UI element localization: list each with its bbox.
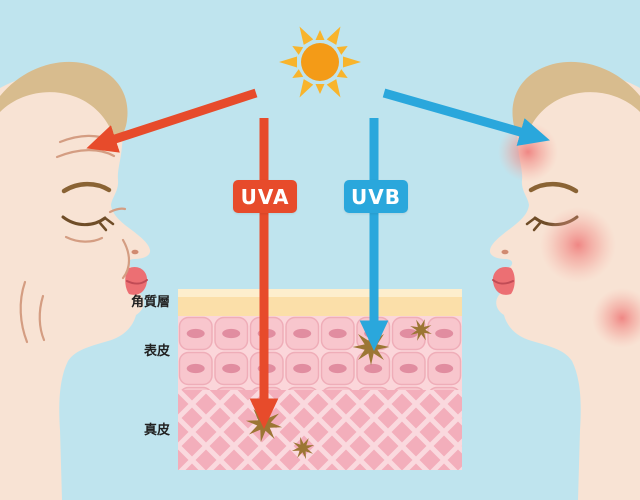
skin-cross-section xyxy=(178,289,462,470)
layer-label-dermis: 真皮 xyxy=(143,423,170,438)
uvb-diagonal-arrow xyxy=(382,88,550,146)
sun-icon xyxy=(279,26,361,98)
layer-label-epidermis: 表皮 xyxy=(143,344,170,359)
uva-diagonal-arrow xyxy=(86,88,258,153)
uv-ray-arrows xyxy=(86,88,550,429)
uv-damage-burst xyxy=(291,436,315,460)
uvb-label: UVB xyxy=(344,180,408,213)
uv-damage-burst xyxy=(352,328,390,366)
uv-damage-burst xyxy=(410,319,432,341)
uva-label: UVA xyxy=(233,180,297,213)
layer-label-stratum-corneum: 角質層 xyxy=(130,295,170,310)
